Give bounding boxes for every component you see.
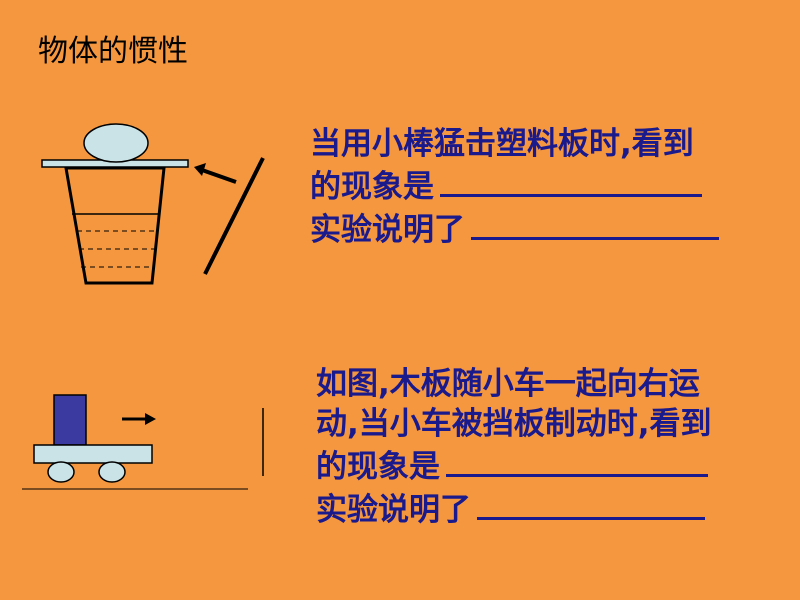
cup-illustration (41, 123, 189, 285)
stick (203, 157, 265, 275)
strike-arrow (194, 163, 237, 184)
question-1: 当用小棒猛击塑料板时,看到 的现象是 实验说明了 (310, 124, 719, 250)
question-2-line-4: 实验说明了 (316, 487, 712, 530)
cart-body (33, 444, 153, 464)
arrow-head (145, 413, 156, 425)
question-2-line-3: 的现象是 (316, 444, 712, 487)
motion-arrow (122, 413, 156, 425)
question-2: 如图,木板随小车一起向右运 动,当小车被挡板制动时,看到 的现象是 实验说明了 (316, 364, 712, 530)
question-2-line-1: 如图,木板随小车一起向右运 (316, 366, 700, 402)
answer-blank-4[interactable] (477, 487, 705, 520)
question-2-line-2: 动,当小车被挡板制动时,看到 (316, 406, 712, 442)
cart-wheel-left (47, 461, 75, 483)
cart-wheel-right (98, 461, 126, 483)
cart-illustration (22, 394, 248, 490)
wood-block (53, 394, 87, 446)
answer-blank-1[interactable] (440, 164, 702, 197)
question-1-line-1: 当用小棒猛击塑料板时,看到 (310, 126, 694, 162)
answer-blank-2[interactable] (471, 207, 719, 240)
cup (64, 166, 166, 285)
egg (83, 123, 149, 163)
arrow-head (194, 163, 206, 176)
question-1-line-2: 的现象是 (310, 164, 719, 207)
question-1-line-3: 实验说明了 (310, 207, 719, 250)
slide-title: 物体的惯性 (38, 34, 188, 69)
answer-blank-3[interactable] (446, 444, 708, 477)
